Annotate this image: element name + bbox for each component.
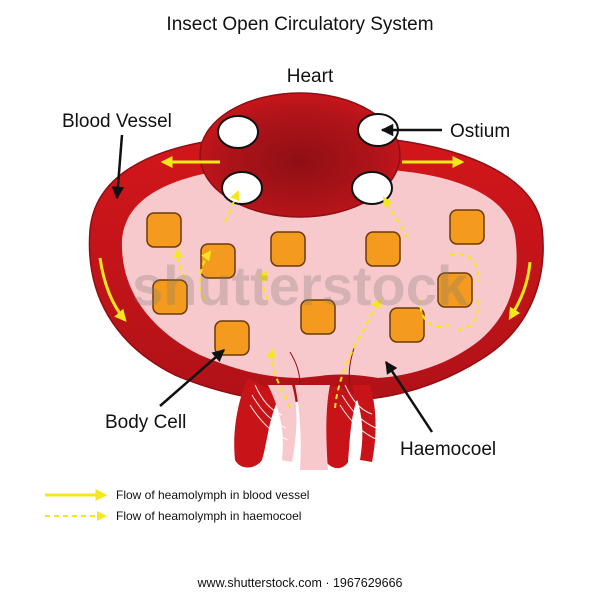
label-ostium: Ostium: [450, 121, 510, 142]
vessel-flow-arrows: [98, 156, 532, 322]
label-haemocoel: Haemocoel: [400, 439, 496, 460]
label-blood-vessel: Blood Vessel: [62, 111, 172, 132]
pointer-blood-vessel: [111, 134, 125, 200]
body-cell: [437, 272, 473, 308]
watermark: shutterstock: [132, 254, 469, 317]
body-cell: [214, 320, 250, 356]
label-body-cell: Body Cell: [105, 412, 186, 433]
pointer-haemocoel: [384, 360, 434, 433]
haemocoel-flow-arrows: [173, 190, 480, 409]
ostium-bottom-left: [221, 171, 263, 205]
ostium-bottom-right: [351, 171, 393, 205]
pointer-body-cell: [159, 349, 225, 407]
diagram-title: Insect Open Circulatory System: [166, 14, 433, 35]
body-cell: [146, 212, 182, 248]
body-cell: [270, 231, 306, 267]
ostium-top-left: [217, 115, 259, 149]
legend: Flow of heamolymph in blood vessel Flow …: [45, 488, 309, 523]
body-cell: [300, 299, 336, 335]
body-cell: [152, 279, 188, 315]
ostia: [217, 113, 399, 205]
body-cell: [449, 209, 485, 245]
body-cells: [146, 209, 485, 356]
legend-dashed-text: Flow of heamolymph in haemocoel: [116, 509, 301, 523]
legend-solid-text: Flow of heamolymph in blood vessel: [116, 488, 309, 502]
body-cell: [365, 231, 401, 267]
label-heart: Heart: [287, 66, 334, 87]
body-cell: [389, 307, 425, 343]
footer-credit: www.shutterstock.com · 1967629666: [197, 576, 403, 590]
